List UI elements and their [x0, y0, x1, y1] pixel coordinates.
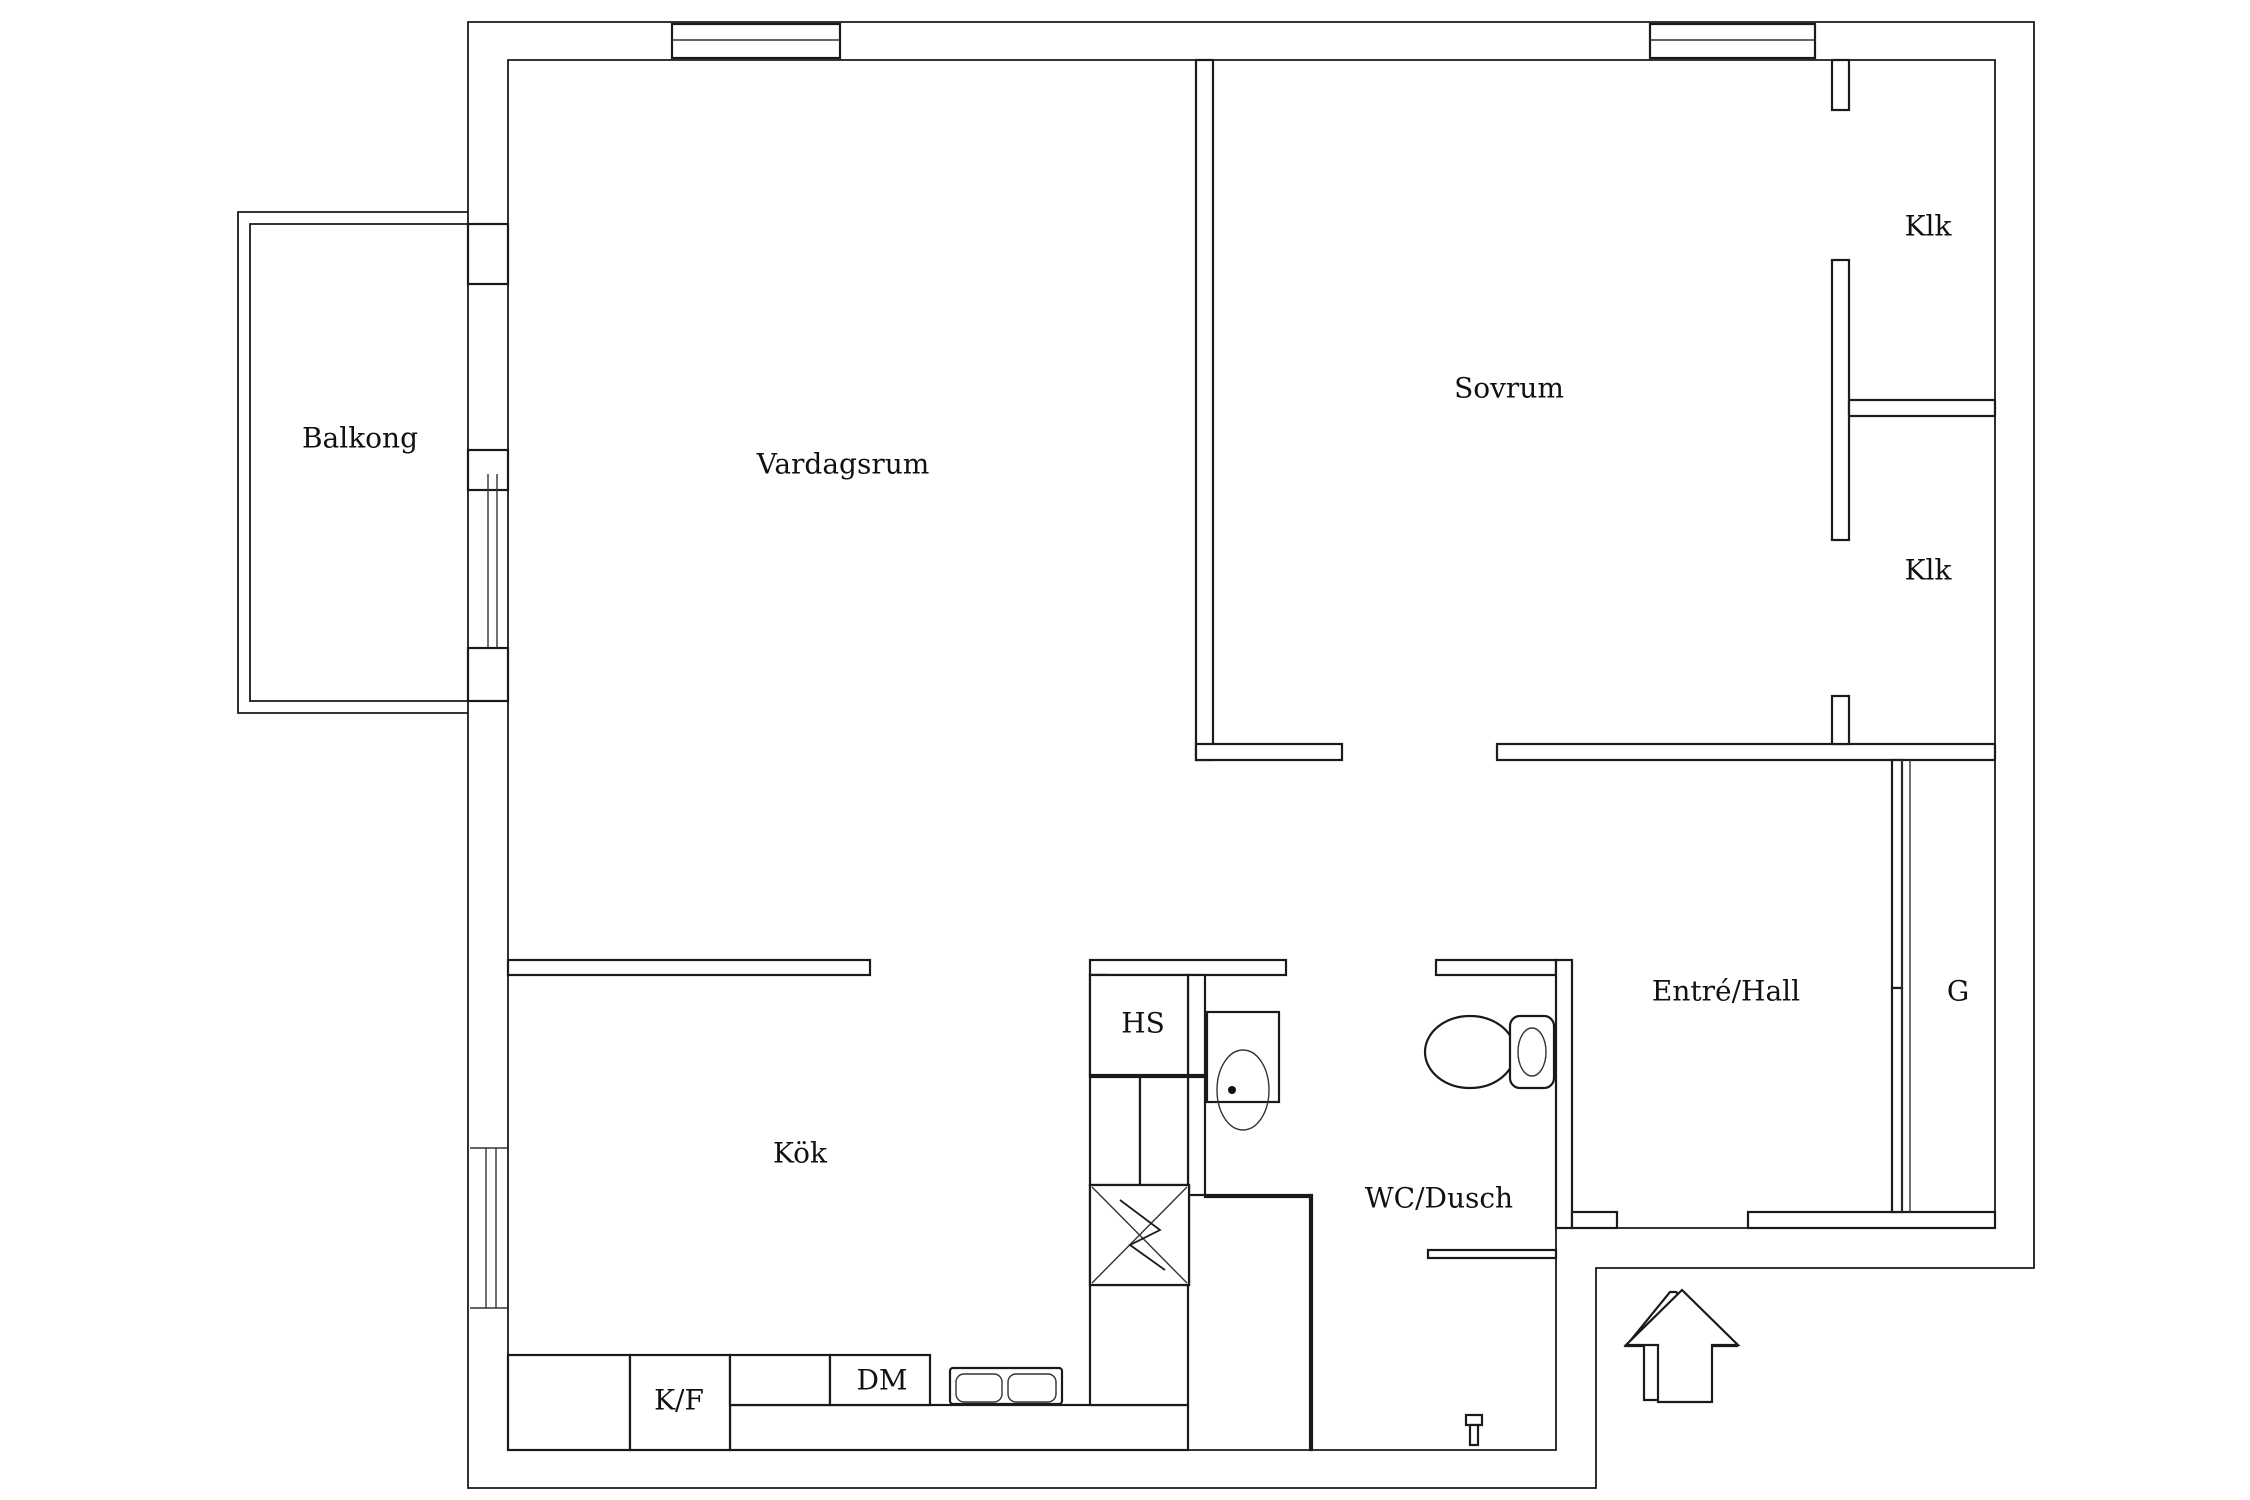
washbasin-icon [1205, 1010, 1281, 1131]
label-wc-dusch: WC/Dusch [1365, 1182, 1513, 1215]
windows-top [670, 22, 1817, 60]
label-g: G [1947, 975, 1969, 1008]
kitchen-units [506, 973, 1190, 1452]
label-balkong: Balkong [302, 422, 418, 455]
label-klk-1: Klk [1905, 210, 1953, 243]
kitchen-sink-icon [948, 1366, 1064, 1406]
label-entre-hall: Entré/Hall [1652, 975, 1800, 1008]
window-kitchen [470, 1147, 508, 1309]
entrance-arrow-icon [1623, 1288, 1741, 1404]
label-vardagsrum: Vardagsrum [756, 448, 930, 481]
label-kok: Kök [773, 1137, 828, 1170]
label-hs: HS [1121, 1007, 1165, 1040]
label-sovrum: Sovrum [1454, 372, 1564, 405]
chimney-icon [1088, 1183, 1191, 1287]
room-labels: Balkong Vardagsrum Sovrum Klk Klk Kök HS… [302, 210, 1969, 1417]
shower-drain-icon [1464, 1413, 1484, 1447]
label-dm: DM [856, 1364, 907, 1397]
label-kf: K/F [654, 1384, 704, 1417]
interior-walls [506, 58, 1997, 1452]
label-klk-2: Klk [1905, 554, 1953, 587]
toilet-icon [1423, 1014, 1556, 1090]
balcony [237, 211, 510, 714]
